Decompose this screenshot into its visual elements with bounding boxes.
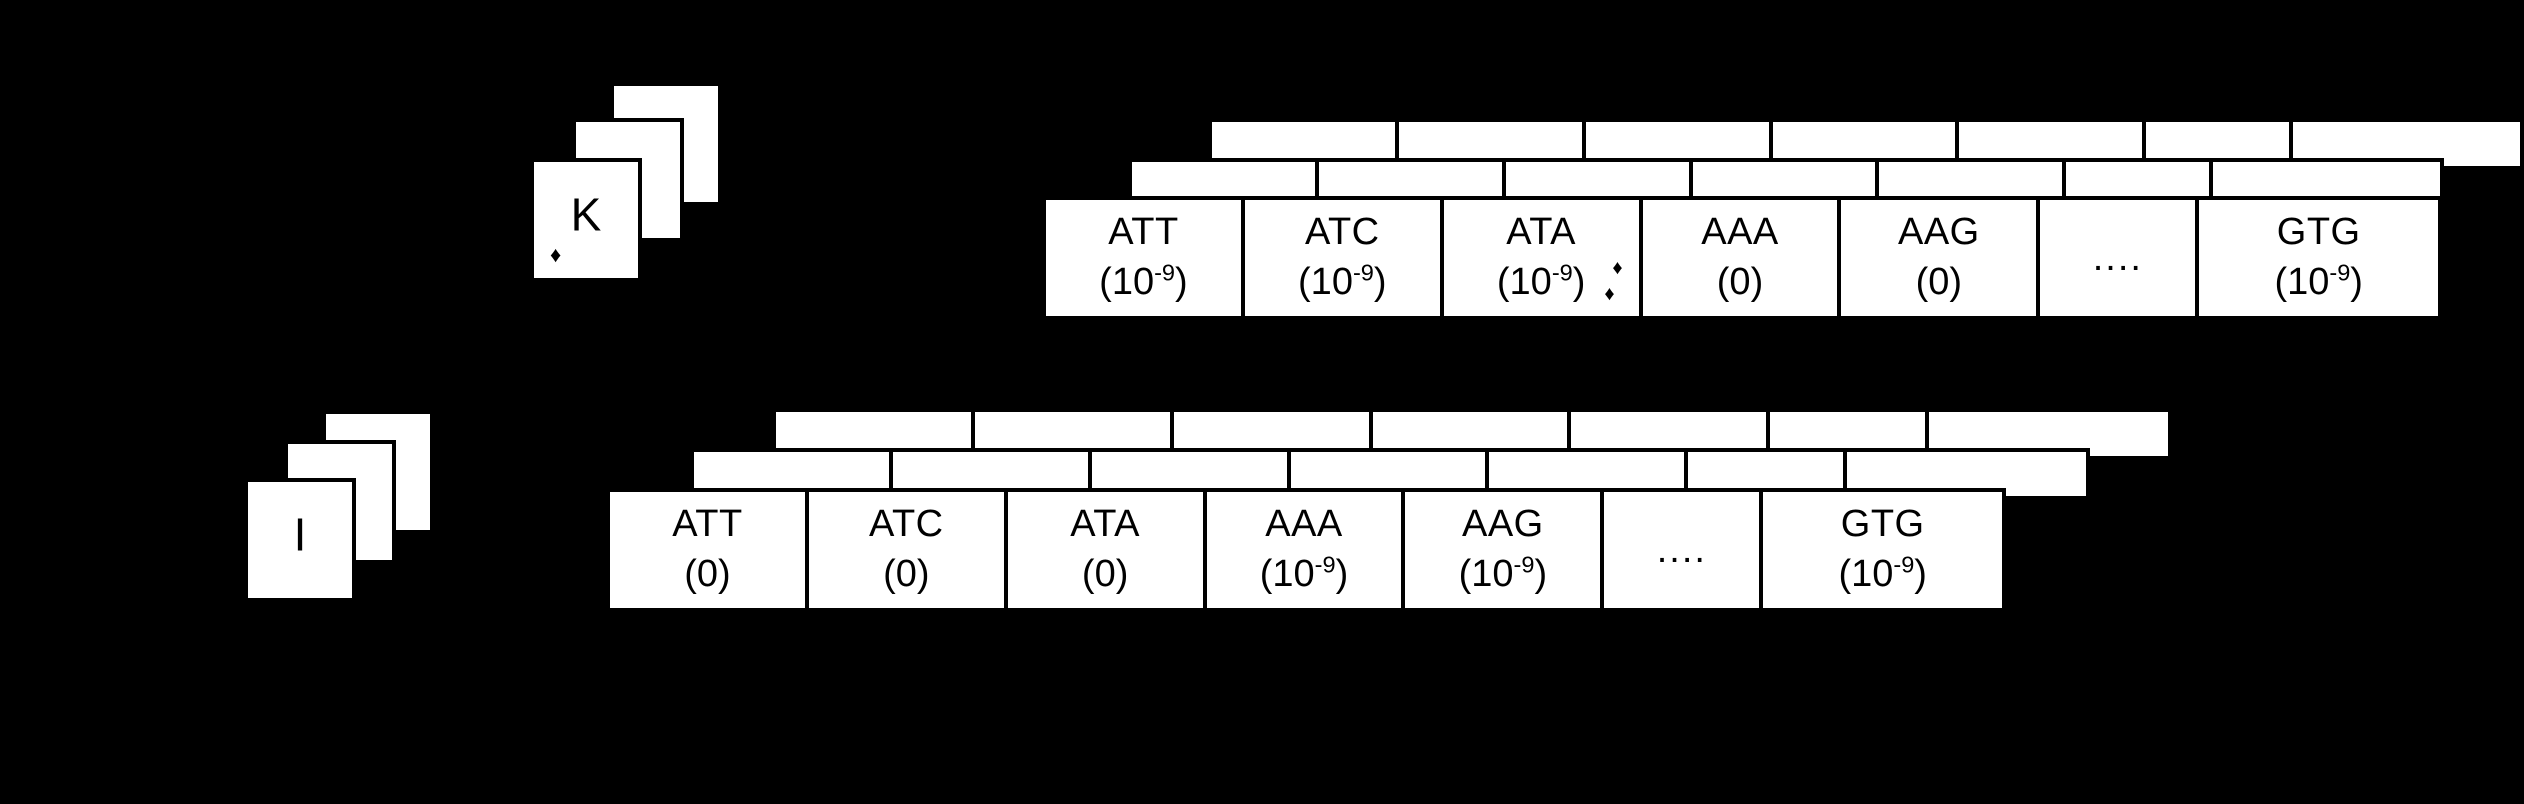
codon-cell-gtg[interactable]: GTG (10-9) [2199, 200, 2438, 316]
codon-label: ATT [672, 503, 743, 546]
codon-label: AAG [1461, 503, 1544, 546]
codon-cell-att[interactable]: ATT (0) [610, 492, 809, 608]
codon-label: ATA [1506, 211, 1577, 254]
codon-label: ATT [1108, 211, 1179, 254]
codon-value: (0) [883, 553, 930, 595]
card-i-rank: I [293, 508, 307, 561]
codon-cell-aag[interactable]: AAG (0) [1841, 200, 2041, 316]
codon-value: (10-9) [1838, 551, 1927, 595]
codon-value: (0) [684, 553, 731, 595]
ellipsis-label: .... [1656, 529, 1707, 571]
codon-cell-gtg[interactable]: GTG (10-9) [1763, 492, 2002, 608]
codon-label: AAG [1897, 211, 1980, 254]
codon-value: (10-9) [1298, 259, 1387, 303]
codon-label: GTG [2276, 211, 2361, 254]
card-k-rank: K [570, 188, 602, 241]
codon-table-k: ATT (10-9) ATC (10-9) ATA (10-9) ♦ ♦ AAA… [1042, 196, 2442, 320]
codon-value: (10-9) [1099, 259, 1188, 303]
codon-label: ATA [1070, 503, 1141, 546]
codon-cell-atc[interactable]: ATC (10-9) [1244, 200, 1444, 316]
codon-value: (10-9) [2274, 259, 2363, 303]
card-k-front: K ♦ [530, 158, 642, 282]
codon-cell-ellipsis: .... [1604, 492, 1764, 608]
codon-label: ATC [868, 503, 944, 546]
codon-cell-att[interactable]: ATT (10-9) [1046, 200, 1245, 316]
card-i-front: I [244, 478, 356, 602]
codon-value: (0) [1081, 553, 1129, 595]
codon-value: (10-9) [1259, 551, 1349, 595]
codon-cell-ata[interactable]: ATA (10-9) ♦ ♦ [1443, 200, 1643, 316]
codon-value: (0) [1716, 261, 1764, 303]
ellipsis-label: .... [2092, 237, 2143, 279]
codon-label: AAA [1265, 503, 1343, 546]
codon-label: AAA [1701, 211, 1779, 254]
codon-cell-aag[interactable]: AAG (10-9) [1405, 492, 1605, 608]
codon-cell-ata[interactable]: ATA (0) [1007, 492, 1207, 608]
codon-cell-aaa[interactable]: AAA (10-9) [1206, 492, 1406, 608]
codon-cell-atc[interactable]: ATC (0) [808, 492, 1008, 608]
codon-cell-ellipsis: .... [2040, 200, 2200, 316]
diamond-icon: ♦ [550, 242, 562, 267]
diamond-icon: ♦ [1612, 257, 1623, 279]
diamond-icon: ♦ [1604, 283, 1615, 305]
codon-value: (10-9) [1458, 551, 1548, 595]
codon-value: (10-9) [1496, 259, 1586, 303]
codon-value: (0) [1915, 261, 1963, 303]
codon-label: GTG [1840, 503, 1925, 546]
codon-label: ATC [1304, 211, 1380, 254]
codon-cell-aaa[interactable]: AAA (0) [1642, 200, 1842, 316]
codon-table-i: ATT (0) ATC (0) ATA (0) AAA (10-9) AAG (… [606, 488, 2006, 612]
